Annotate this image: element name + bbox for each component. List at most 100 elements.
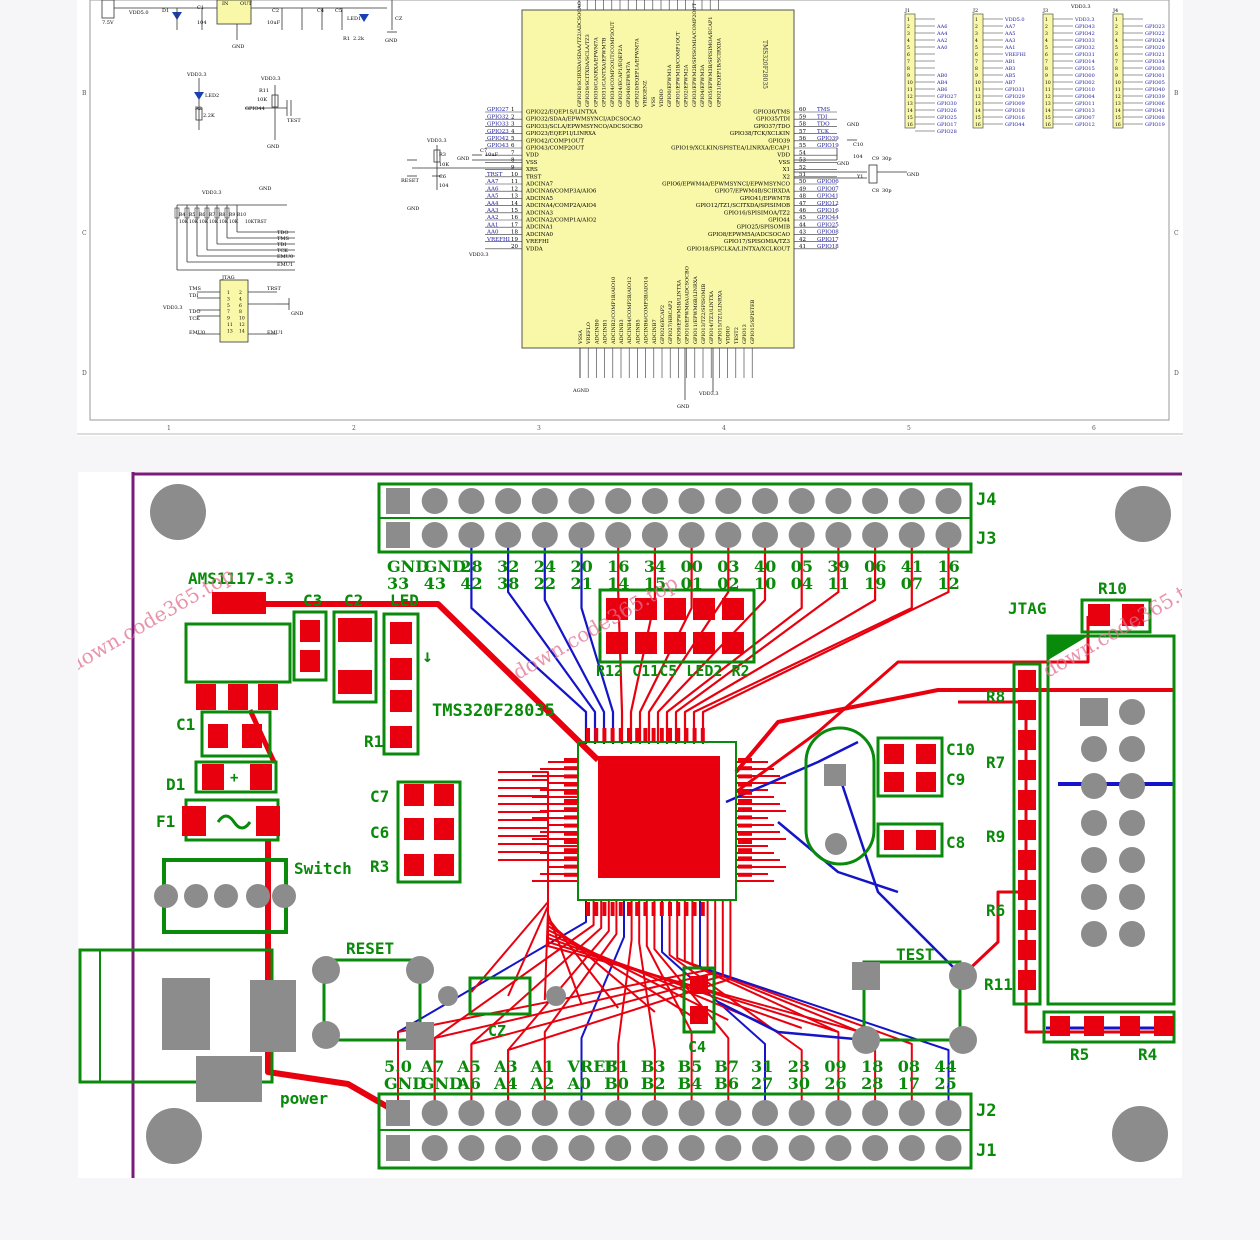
ic-net-label: TMS [817,107,830,113]
gnd-cz-label: GND [385,38,397,44]
svg-text:+: + [230,770,238,786]
ic-pad [594,728,599,742]
c1-label: C1 [176,715,195,734]
jtag-pin-number: 3 [227,296,230,302]
header-pin-label: 24 [534,557,556,576]
led1-label: LED1 [347,16,361,22]
ic-pin-number: 20 [511,244,518,250]
trace [699,900,950,1112]
trace [836,771,963,977]
ic-pin-number: 46 [799,208,806,214]
ic-pin-number: 56 [799,136,806,142]
ic-pin-function: ADCINA5 [525,196,554,202]
header-net-label: GPIO22 [1145,31,1165,37]
ic-pin-function: GPIO35/TDI [756,117,790,123]
ic-pin-function: GPIO26/ECAP2 [660,305,666,344]
header-net-label: GPIO39 [1145,94,1165,100]
j3-pad [605,522,632,548]
ic-pin-function: GPIO22/EQEP1S/LINTXA [526,110,598,116]
c2-label: C2 [344,591,363,610]
ic-pin-function: ADCINB3 [619,319,625,345]
j2-pad-square [386,1100,410,1126]
jtag-resistor-pad [1018,910,1036,930]
header-pin-number: 13 [1115,101,1121,107]
header-pin-number: 7 [1115,59,1118,65]
j2-pad [568,1100,595,1126]
jtag-resistor-value: 10K [229,219,239,225]
y1-label: Y1 [856,174,863,180]
crystal-gnd: GND [907,172,919,178]
ic-pad [564,848,578,853]
jtag-resistor [184,207,190,219]
emu0-label: EMU0 [277,254,293,260]
c8v-label: 30p [882,188,892,194]
ic-pad [738,840,752,844]
trace [665,536,803,744]
header-pin-label: VREF [567,1057,618,1076]
j2-label: J2 [976,1101,996,1121]
header-pin-number: 16 [1045,122,1051,128]
j3-pad [825,522,852,548]
c7-label: C7 [480,148,487,154]
header-net-label: AA0 [936,45,947,51]
smd-pad [635,598,657,620]
header-pin-number: 8 [907,66,910,72]
ic-pin-number: 49 [799,186,806,192]
trace [498,859,876,1037]
ic-pad [627,728,631,742]
c7-label: C7 [370,787,389,806]
header-pin-label: A2 [530,1074,555,1093]
ic-net-label: TRST [487,172,503,178]
smd-pad [693,632,715,654]
trace [498,851,839,1033]
ic-pad [635,902,640,916]
ic-net-label: GPIO27 [487,107,509,113]
header-name: J2 [972,8,978,14]
c9v-label: 30p [882,156,892,162]
ic-net-label: TCK [817,129,830,135]
jtag-pin-number: 14 [239,328,245,334]
ic-pin-function: VSSA [578,330,584,345]
ic-pad [684,728,689,742]
jtag-resistor-value: 10K [209,219,219,225]
header-pin-number: 15 [975,115,981,121]
r10-label: R10 [237,212,246,218]
jtag-resistor-label: R4 [179,212,185,218]
ic-pad [738,799,752,803]
ic-net-label: GPIO39 [817,136,839,142]
header-pin-label: 07 [901,574,923,593]
ic-pad [738,774,752,779]
header-net-label: AB5 [1004,73,1015,79]
jtag-emu1: EMU1 [267,330,283,336]
ic-pad [659,902,664,916]
header-net-label: AB6 [936,87,947,93]
j2-pad [715,1100,742,1126]
header-pin-label: B7 [714,1057,739,1076]
ic-pad [564,758,578,762]
ic-pad [564,766,578,771]
ic-pin-function: GPIO0/EPWM1A [667,64,673,107]
r8-label: R8 [986,687,1005,706]
header-pin-number: 4 [1045,38,1048,44]
r10-label: R10 [1098,579,1127,598]
out-label: OUT [240,1,252,7]
trace [638,536,693,744]
tdo-label: TDO [277,230,288,236]
j2-pad [531,1100,558,1126]
jtag-pin-number: 8 [239,309,242,315]
jtag-resistor-pad [1018,820,1036,840]
header-net-label: AA6 [936,24,947,30]
jtag-resistor-pad [1018,700,1036,720]
header-pin-number: 1 [1115,17,1118,23]
jtag-resistor-label: R6 [199,212,205,218]
header-pin-number: 8 [1045,66,1048,72]
header-pin-number: 9 [1115,73,1118,79]
header-net-label: GPIO03 [1145,66,1165,72]
reg-label: AMS1117-3.3 [188,569,294,588]
trace [735,616,1090,794]
header-net-label: GPIO40 [1145,87,1165,93]
header-pin-label: 38 [497,574,519,593]
header-body [972,13,984,129]
ic-pin-function: GPIO41/EPWM7B [740,196,790,202]
